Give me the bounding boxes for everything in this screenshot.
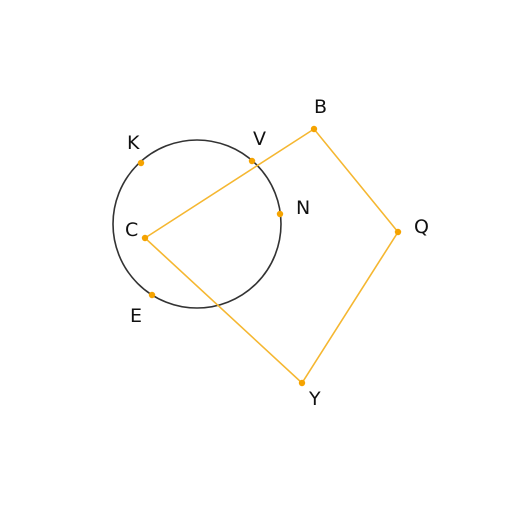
point-Y xyxy=(298,379,306,387)
label-N: N xyxy=(296,197,310,219)
circle xyxy=(112,139,282,309)
point-Q xyxy=(394,228,402,236)
label-Q: Q xyxy=(414,216,429,238)
label-Y: Y xyxy=(308,388,321,410)
label-C: C xyxy=(125,219,138,241)
point-C xyxy=(141,234,149,242)
point-N xyxy=(276,210,284,218)
point-K xyxy=(137,159,145,167)
label-V: V xyxy=(253,128,266,150)
label-K: K xyxy=(127,132,140,154)
point-E xyxy=(148,291,156,299)
label-B: B xyxy=(314,96,327,118)
point-V xyxy=(248,157,256,165)
point-B xyxy=(310,125,318,133)
quadrilateral-CBQY xyxy=(143,127,399,385)
label-E: E xyxy=(130,305,142,327)
